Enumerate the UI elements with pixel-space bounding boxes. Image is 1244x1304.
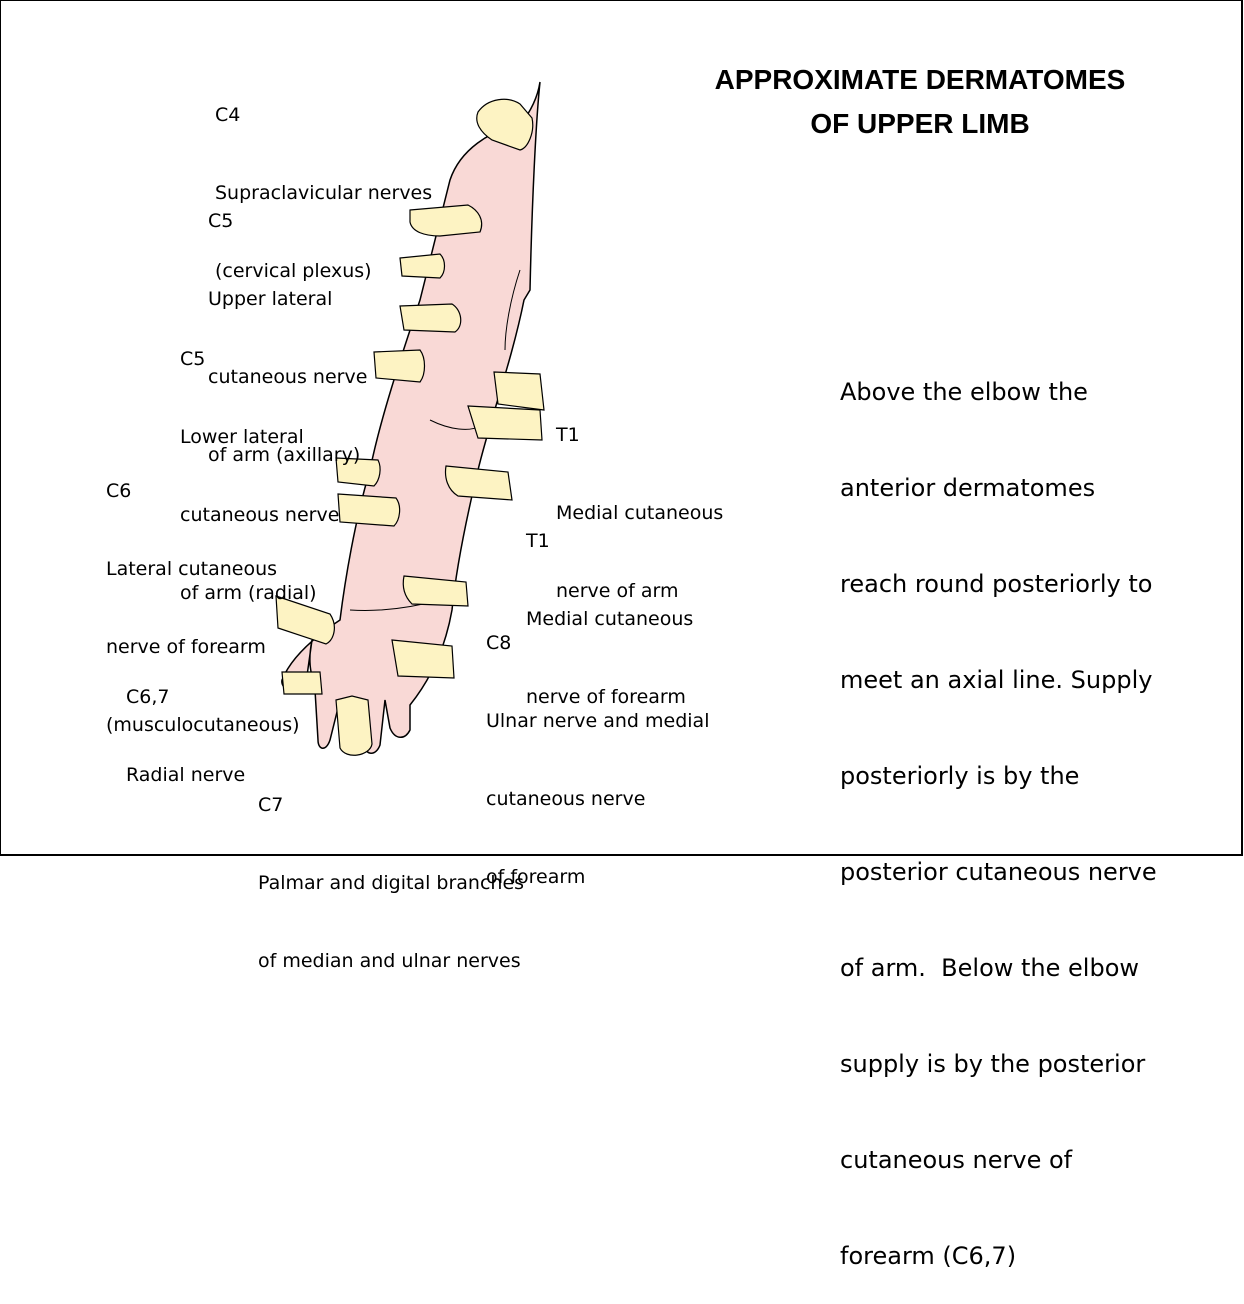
label-c7-line1: Palmar and digital branches xyxy=(258,870,524,896)
label-c67-line1: Radial nerve xyxy=(126,762,245,788)
note-line: meet an axial line. Supply xyxy=(840,664,1220,696)
note-line: posterior cutaneous nerve xyxy=(840,856,1220,888)
label-c5-upper-segment: C5 xyxy=(208,208,367,234)
note-line: forearm (C6,7) xyxy=(840,1240,1220,1272)
note-line: cutaneous nerve of xyxy=(840,1144,1220,1176)
note-line: supply is by the posterior xyxy=(840,1048,1220,1080)
label-t1-forearm-segment: T1 xyxy=(526,528,693,554)
label-c67-segment: C6,7 xyxy=(126,684,245,710)
note-line: Above the elbow the xyxy=(840,376,1220,408)
note-line: reach round posteriorly to xyxy=(840,568,1220,600)
label-c8-line2: cutaneous nerve xyxy=(486,786,709,812)
hand-icon-t1-arm xyxy=(494,372,544,410)
label-c5-lower-segment: C5 xyxy=(180,346,339,372)
hand-icon-c6-back xyxy=(338,494,400,526)
hand-icon-t1-arm-back xyxy=(468,406,542,440)
label-c67: C6,7 Radial nerve xyxy=(126,632,245,814)
note-line: of arm. Below the elbow xyxy=(840,952,1220,984)
hand-icon-c8 xyxy=(403,576,468,606)
label-c7: C7 Palmar and digital branches of median… xyxy=(258,740,524,1000)
label-c8-segment: C8 xyxy=(486,630,709,656)
hand-icon-t1-forearm xyxy=(446,466,513,500)
label-c6-line1: Lateral cutaneous xyxy=(106,556,300,582)
label-c7-segment: C7 xyxy=(258,792,524,818)
label-t1-arm-segment: T1 xyxy=(556,422,723,448)
label-c4-segment: C4 xyxy=(215,102,432,128)
label-c7-line2: of median and ulnar nerves xyxy=(258,948,524,974)
label-c6-segment: C6 xyxy=(106,478,300,504)
label-c8: C8 Ulnar nerve and medial cutaneous nerv… xyxy=(486,578,709,916)
hand-icon-c8-lower xyxy=(392,640,454,678)
note-line: posteriorly is by the xyxy=(840,760,1220,792)
explanatory-note: Above the elbow the anterior dermatomes … xyxy=(840,312,1220,1304)
label-c8-line1: Ulnar nerve and medial xyxy=(486,708,709,734)
note-line: anterior dermatomes xyxy=(840,472,1220,504)
hand-icon-c5-lower-back xyxy=(374,350,425,382)
label-c8-line3: of forearm xyxy=(486,864,709,890)
